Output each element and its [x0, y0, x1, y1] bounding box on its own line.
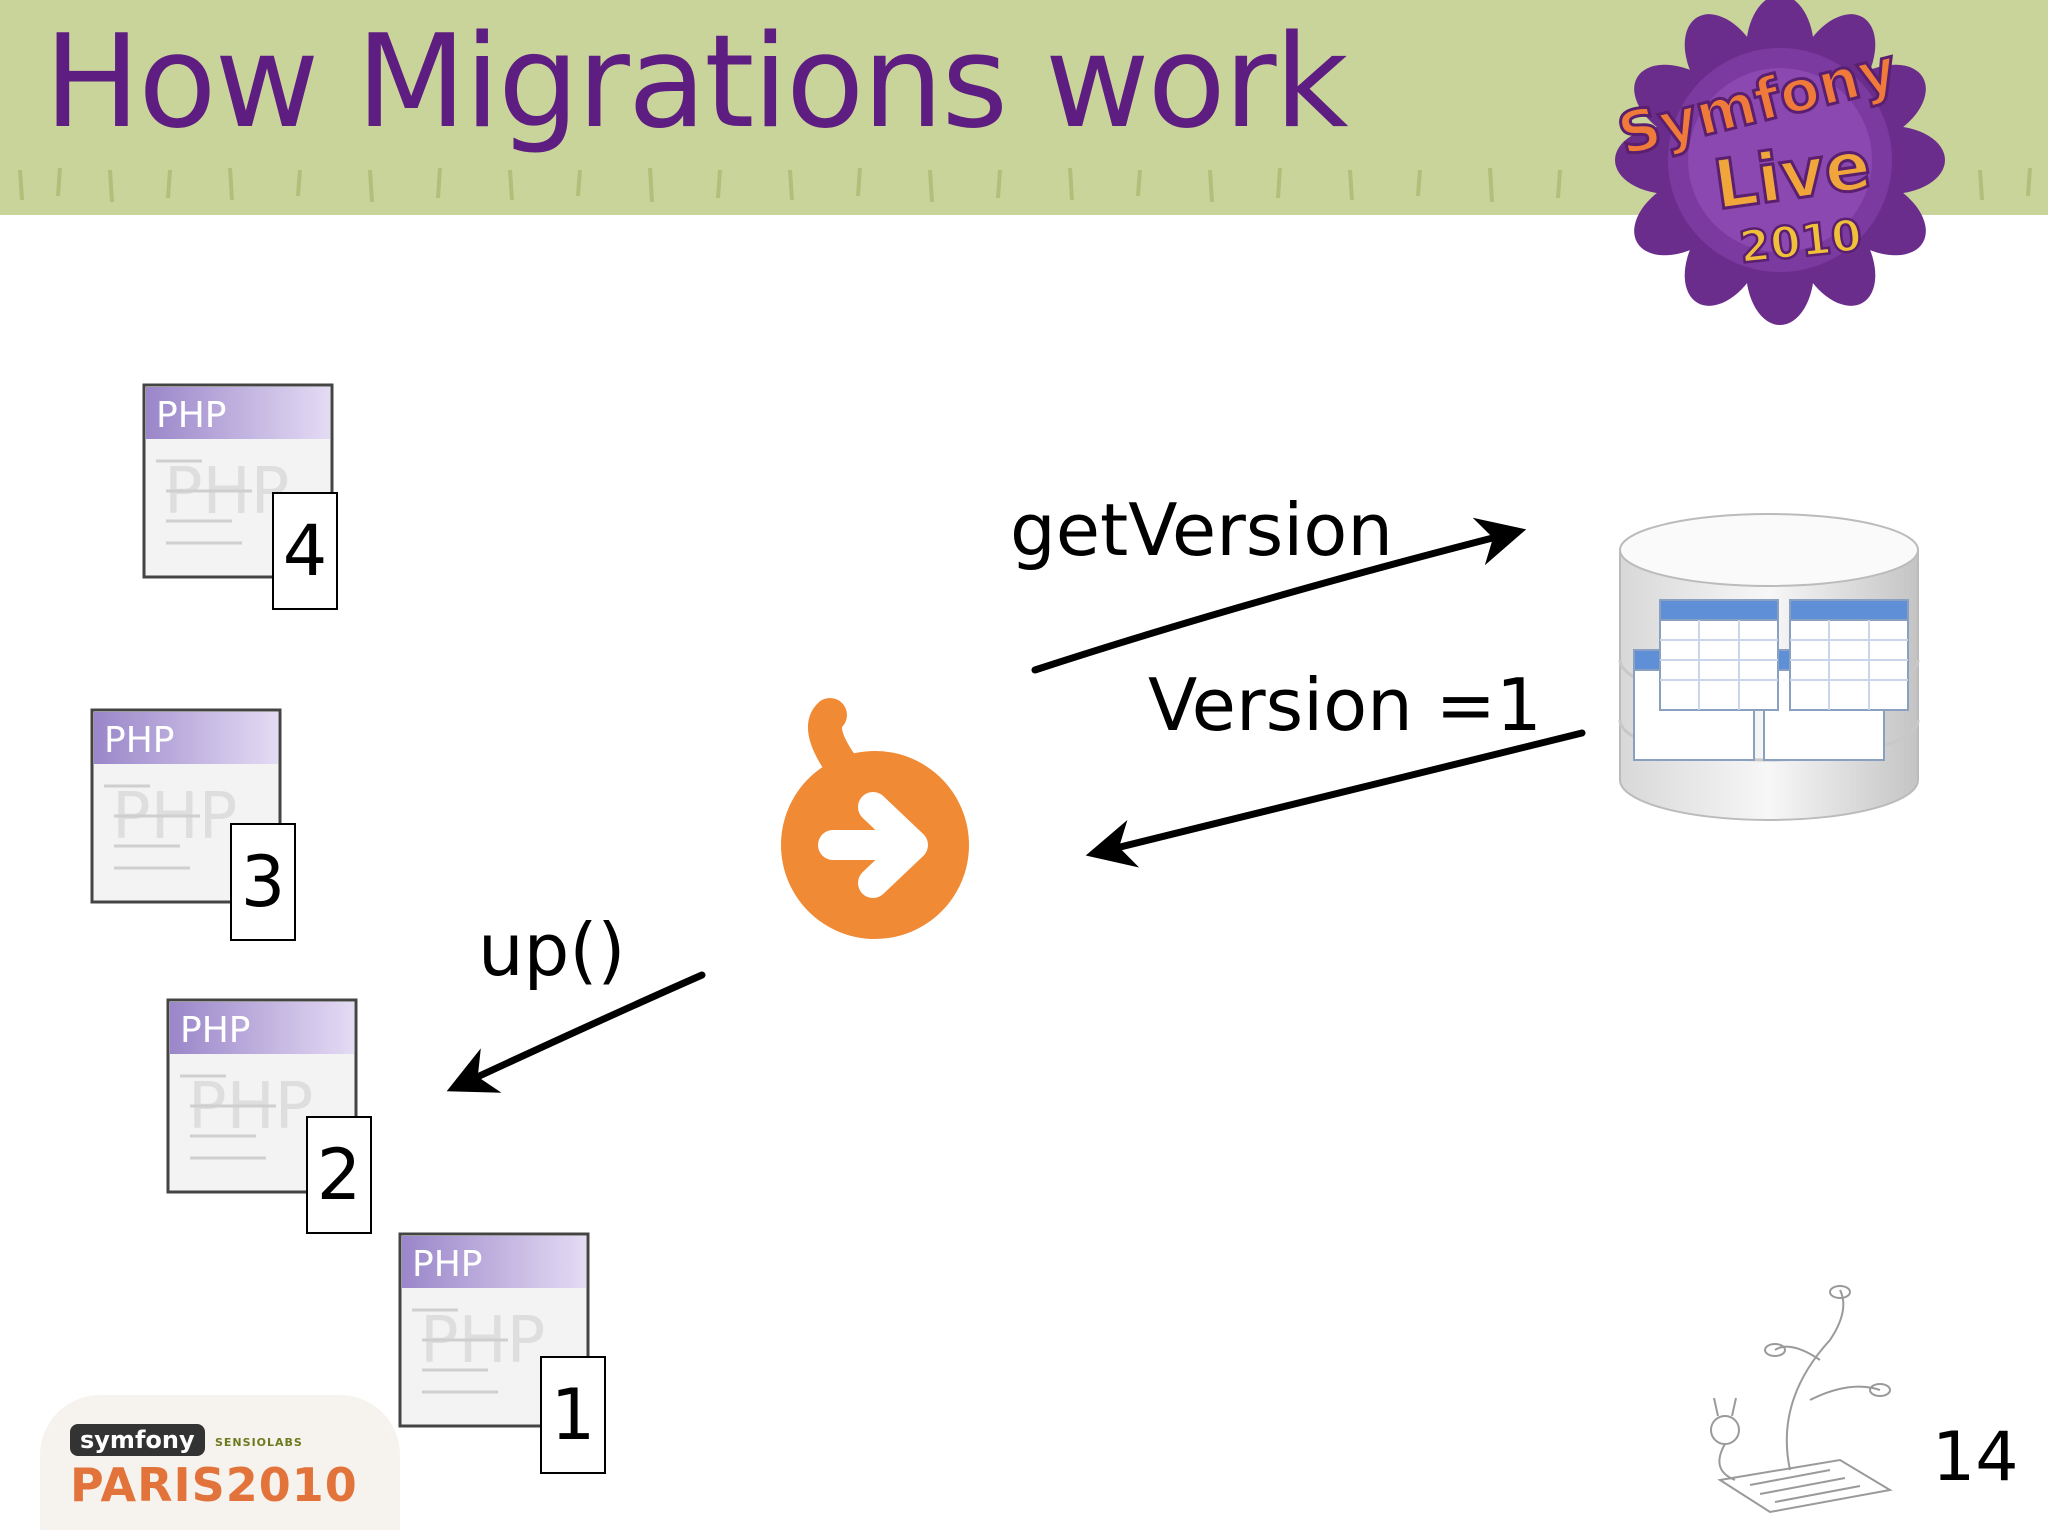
symfony-badge: symfony: [70, 1424, 205, 1456]
php-header-label: PHP: [180, 1010, 251, 1051]
laptop-plant-sketch-icon: [1710, 1285, 1893, 1514]
label-up-call: up(): [478, 908, 626, 992]
logo-word-year: 2010: [1737, 210, 1864, 274]
database-icon: [1618, 513, 1920, 821]
sensiolabs-logo: SENSIOLABS: [215, 1436, 303, 1449]
php-file-icon: PHP PHP: [398, 1232, 590, 1428]
footer-branding: [40, 1395, 400, 1530]
arrow-get-version: [1031, 517, 1527, 674]
migration-number-3: 3: [230, 823, 296, 941]
page-number: 14: [1932, 1418, 2019, 1497]
doctrine-logo-icon: [781, 698, 969, 939]
symfony-live-2010-logo: Symfony Live 2010: [1610, 0, 1945, 325]
paris-2010-logo: PARIS2010: [70, 1458, 358, 1512]
arrow-version-result: [1085, 729, 1586, 868]
migration-number-4: 4: [272, 492, 338, 610]
label-version-result: Version =1: [1148, 663, 1542, 747]
grass-edge-decoration: [0, 160, 2048, 203]
php-header-label: PHP: [156, 395, 227, 436]
label-get-version: getVersion: [1010, 488, 1393, 572]
php-header-label: PHP: [412, 1244, 483, 1285]
slide-title: How Migrations work: [44, 8, 1349, 157]
php-file-icon: PHP PHP: [90, 708, 282, 904]
migration-number-1: 1: [540, 1356, 606, 1474]
migration-number-2: 2: [306, 1116, 372, 1234]
arrow-up-call: [446, 971, 706, 1093]
php-header-label: PHP: [104, 720, 175, 761]
php-file-icon: PHP PHP: [166, 998, 358, 1194]
